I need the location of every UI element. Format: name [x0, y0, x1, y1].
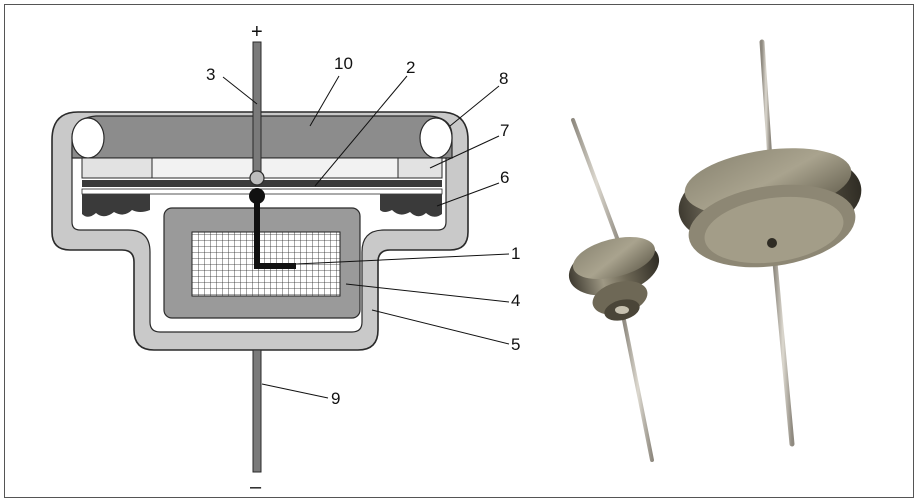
- callout-1: 1: [511, 244, 520, 263]
- callout-9: 9: [331, 389, 340, 408]
- contact-spring: [254, 196, 296, 269]
- seal-right: [380, 194, 442, 217]
- callout-3: 3: [206, 65, 215, 84]
- cathode-lead: [252, 349, 262, 473]
- large-diode-photo: [678, 39, 862, 447]
- callout-8: 8: [499, 69, 508, 88]
- minus-sign: –: [250, 476, 262, 498]
- anode-lead: [252, 41, 262, 181]
- callout-5: 5: [511, 335, 520, 354]
- cap-curl-left: [71, 117, 105, 159]
- diode-cross-section: [51, 41, 469, 473]
- callout-4: 4: [511, 291, 520, 310]
- callout-2: 2: [406, 58, 415, 77]
- callout-10: 10: [334, 54, 353, 73]
- leader-lines: [222, 75, 510, 399]
- callout-6: 6: [500, 168, 509, 187]
- callout-7: 7: [500, 121, 509, 140]
- top-cap: [71, 115, 453, 159]
- seal-left: [82, 194, 150, 217]
- plus-sign: +: [251, 21, 263, 43]
- small-diode-photo: [568, 118, 660, 462]
- cap-curl-right: [419, 117, 453, 159]
